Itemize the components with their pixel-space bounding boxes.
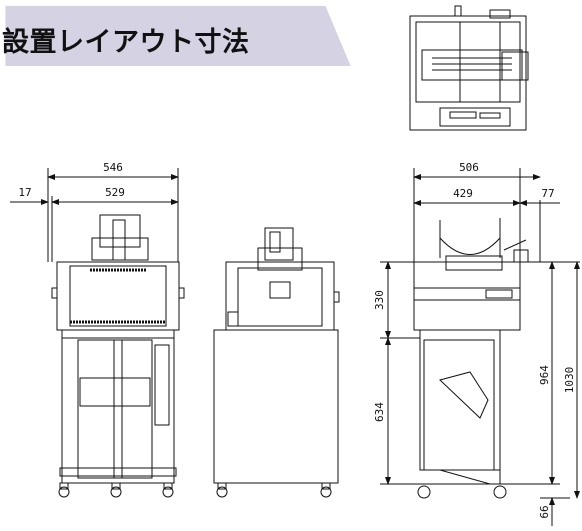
dim-upper-height: 330 bbox=[373, 290, 386, 310]
top-view bbox=[409, 5, 529, 131]
dim-overall-width: 546 bbox=[103, 161, 123, 174]
side-view bbox=[413, 218, 529, 499]
front-view bbox=[51, 214, 185, 498]
dim-stand-height: 634 bbox=[373, 402, 386, 422]
dim-caster-height: 66 bbox=[538, 505, 551, 518]
page-title: 設置レイアウト寸法 bbox=[2, 27, 250, 58]
dim-protrusion: 77 bbox=[541, 187, 554, 200]
dim-body-depth: 429 bbox=[453, 187, 473, 200]
side-dimensions bbox=[380, 168, 580, 526]
title-banner bbox=[5, 5, 351, 66]
dim-total-height: 1030 bbox=[563, 367, 576, 394]
front-dimensions bbox=[10, 168, 179, 262]
dim-overall-depth: 506 bbox=[459, 161, 479, 174]
middle-view bbox=[213, 227, 340, 498]
dim-side-offset: 17 bbox=[18, 186, 31, 199]
dim-table-height: 964 bbox=[538, 365, 551, 385]
dim-body-width: 529 bbox=[105, 186, 125, 199]
